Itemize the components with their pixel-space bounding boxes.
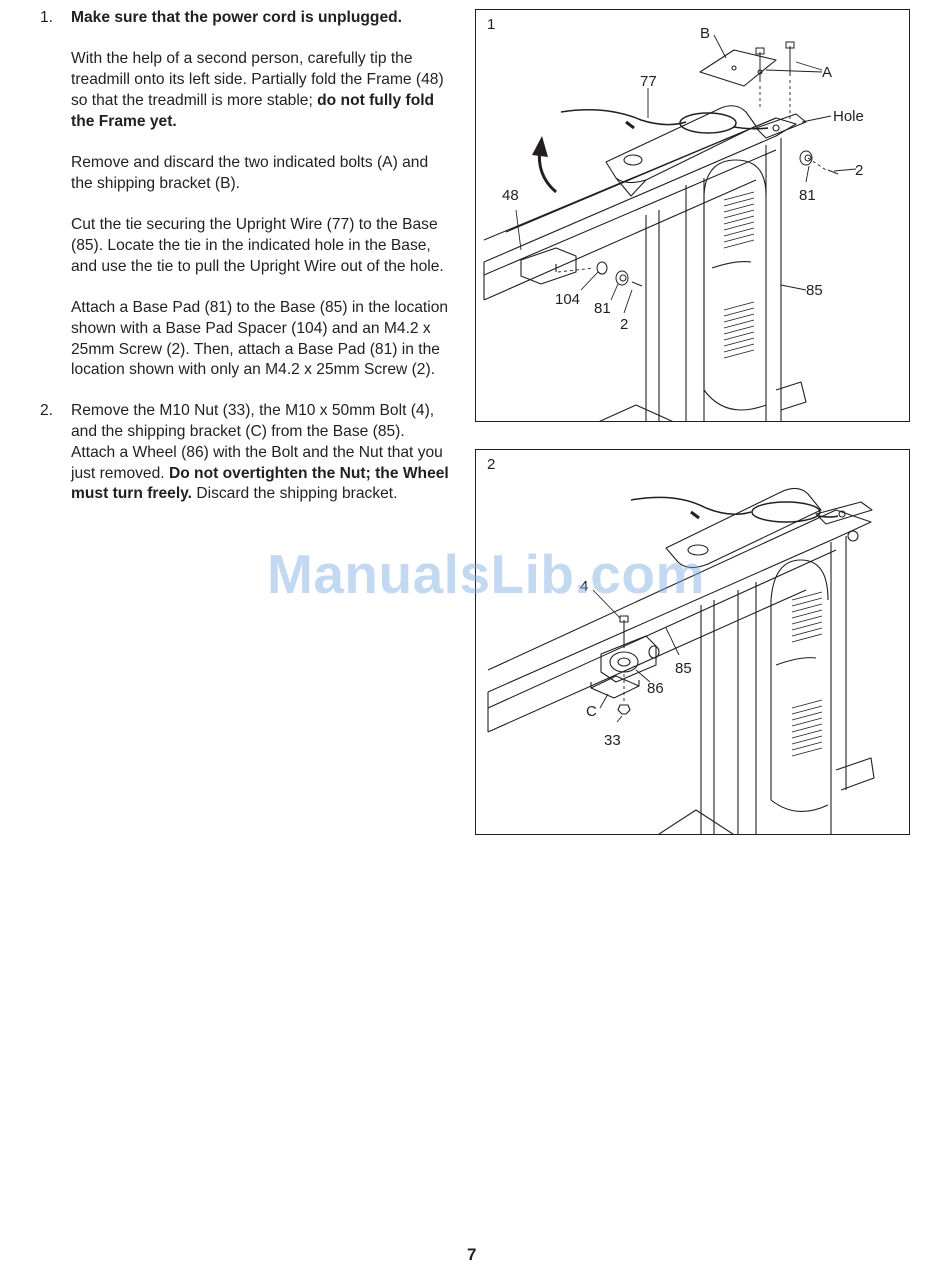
figure-number: 2 xyxy=(487,456,496,473)
step-paragraph: With the help of a second person, carefu… xyxy=(71,50,444,130)
callout-85: 85 xyxy=(675,660,692,677)
callout-85: 85 xyxy=(806,282,823,299)
figure-2-drawing: 4 85 86 C 33 xyxy=(487,487,875,834)
warning-text: do not fully fold the Frame yet. xyxy=(71,91,435,130)
figure-1: B A 77 Hole 2 81 48 85 104 81 2 1 xyxy=(475,9,910,422)
callout-b: B xyxy=(700,25,710,42)
watermark: ManualsLib.com xyxy=(267,543,705,605)
callout-hole: Hole xyxy=(833,108,864,125)
step-paragraph: Remove the M10 Nut (33), the M10 x 50mm … xyxy=(71,402,449,503)
step-number: 2. xyxy=(40,402,54,420)
callout-33: 33 xyxy=(604,732,621,749)
page-number: 7 xyxy=(467,1245,477,1264)
callout-4: 4 xyxy=(580,578,588,595)
callout-86: 86 xyxy=(647,680,664,697)
step-heading: Make sure that the power cord is unplugg… xyxy=(71,9,402,26)
step-2: 2. Remove the M10 Nut (33), the M10 x 50… xyxy=(40,401,450,505)
step-paragraph: Remove and discard the two indicated bol… xyxy=(71,153,429,192)
step-paragraph: Cut the tie securing the Upright Wire (7… xyxy=(71,216,444,275)
callout-81-top: 81 xyxy=(799,187,816,204)
callout-104: 104 xyxy=(555,291,580,308)
callout-a: A xyxy=(822,64,832,81)
figure-2: 4 85 86 C 33 2 xyxy=(475,449,910,835)
instruction-steps: 1. Make sure that the power cord is unpl… xyxy=(40,8,450,505)
callout-c: C xyxy=(586,703,597,720)
callout-2-bottom: 2 xyxy=(620,316,628,333)
step-1: 1. Make sure that the power cord is unpl… xyxy=(40,8,450,381)
callout-48: 48 xyxy=(502,187,519,204)
figure-1-drawing: B A 77 Hole 2 81 48 85 104 81 2 xyxy=(483,25,864,421)
callout-77: 77 xyxy=(640,73,657,90)
callout-2-top: 2 xyxy=(855,162,863,179)
step-paragraph: Attach a Base Pad (81) to the Base (85) … xyxy=(71,298,449,379)
warning-text: Do not overtighten the Nut; the Wheel mu… xyxy=(71,464,449,503)
step-number: 1. xyxy=(40,9,54,26)
callout-81-bottom: 81 xyxy=(594,300,611,317)
figure-number: 1 xyxy=(487,16,496,33)
